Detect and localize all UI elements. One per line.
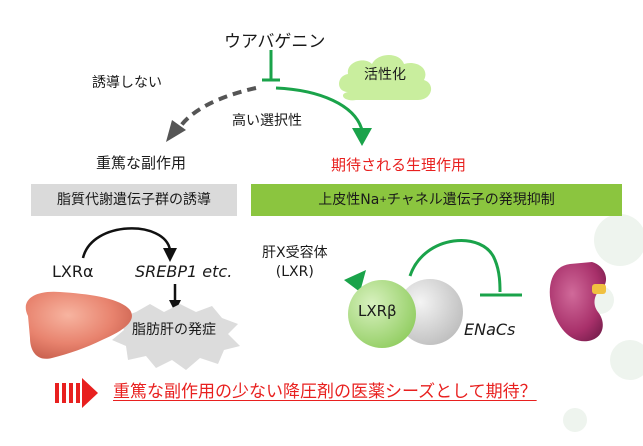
lxr-alpha-curve-arrow-head — [163, 248, 177, 262]
enacs-label: ENaCs — [464, 320, 516, 339]
enac-box-label-sup: + — [379, 194, 387, 205]
expected-effect-heading: 期待される生理作用 — [331, 156, 467, 174]
repression-arc — [408, 239, 502, 293]
srebp1-down-arrow-head — [169, 300, 181, 312]
side-effect-heading: 重篤な副作用 — [96, 154, 187, 172]
lxr-receptor-label-line2: (LXR) — [275, 263, 314, 280]
lxr-beta-circle — [348, 280, 416, 348]
cloud-icon — [339, 55, 432, 101]
lxr-beta-label: LXRβ — [358, 302, 397, 320]
srebp1-label: SREBP1 etc. — [135, 262, 233, 281]
partner-circle — [397, 279, 463, 345]
green-arrow-head — [352, 128, 372, 146]
lipid-gene-induction-box: 脂質代謝遺伝子群の誘導 — [31, 184, 237, 216]
conclusion-text: 重篤な副作用の少ない降圧剤の医薬シーズとして期待？ — [113, 382, 537, 402]
green-arrow — [275, 86, 364, 131]
enac-box-label-prefix: 上皮性Na — [318, 192, 380, 208]
starburst-icon — [112, 304, 240, 370]
arrow-right-icon — [55, 378, 98, 408]
liver-icon — [25, 291, 132, 359]
lxr-ligand-marker — [344, 270, 366, 292]
lxr-alpha-label: LXRα — [52, 262, 94, 281]
dashed-arrow-head — [166, 120, 186, 142]
activation-label: 活性化 — [364, 67, 406, 83]
kidney-icon — [549, 262, 607, 342]
lxr-receptor-label-line1: 肝X受容体 — [262, 245, 328, 261]
lxr-receptor-label: 肝X受容体 (LXR) — [262, 244, 328, 282]
fatty-liver-label: 脂肪肝の発症 — [132, 322, 216, 338]
compound-name: ウアバゲニン — [224, 32, 326, 52]
no-induction-label: 誘導しない — [92, 75, 162, 91]
lipid-gene-induction-label: 脂質代謝遺伝子群の誘導 — [57, 192, 211, 208]
enac-box-label-suffix: チャネル遺伝子の発現抑制 — [386, 192, 555, 208]
selectivity-label: 高い選択性 — [232, 113, 302, 129]
kidney-vessel — [592, 284, 606, 294]
lxr-alpha-curve-arrow — [81, 227, 172, 259]
dashed-arrow — [176, 86, 257, 132]
enac-suppression-box: 上皮性Na+チャネル遺伝子の発現抑制 — [251, 184, 622, 216]
